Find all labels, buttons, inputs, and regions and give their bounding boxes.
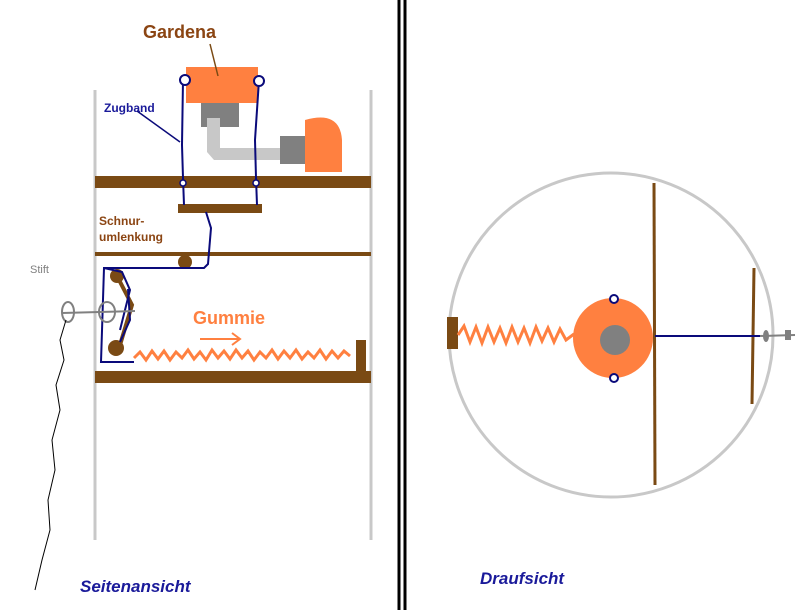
upper-shelf [95, 176, 371, 188]
top-view-ring-top [609, 294, 619, 304]
cord-ring-right [253, 75, 265, 87]
pin-string [34, 319, 67, 591]
shelf-eyelet-left [179, 179, 187, 187]
top-view-ring-bottom [609, 373, 619, 383]
pull-bar [178, 204, 262, 213]
gummie-label: Gummie [193, 308, 265, 328]
rubber-band-top [456, 322, 575, 348]
gardena-pointer [209, 43, 219, 77]
stift-pin [61, 301, 136, 323]
top-view-pin [759, 330, 796, 342]
top-view-shelf-bar [652, 182, 657, 486]
cord-ring-left [179, 74, 191, 86]
rubber-band-side [132, 347, 351, 363]
zugband-pointer [136, 110, 181, 143]
seitenansicht-label: Seitenansicht [80, 577, 192, 596]
gardena-valve [186, 67, 342, 172]
zugband-label: Zugband [104, 101, 155, 115]
schnurumlenkung-label-line2: umlenkung [99, 230, 163, 244]
rubber-anchor-post [356, 340, 366, 373]
draufsicht-label: Draufsicht [480, 569, 565, 588]
pull-cord [99, 79, 260, 363]
bottom-shelf [95, 371, 371, 383]
top-view-valve-center [600, 325, 630, 355]
top-view-anchor [447, 317, 458, 349]
middle-shelf [95, 252, 371, 256]
view-divider [397, 0, 407, 610]
gummie-arrow [200, 332, 242, 346]
pulley-upper [178, 255, 192, 269]
stift-label: Stift [30, 264, 49, 276]
shelf-eyelet-right [252, 179, 260, 187]
schnurumlenkung-label-line1: Schnur- [99, 214, 144, 228]
gardena-label: Gardena [143, 22, 217, 42]
